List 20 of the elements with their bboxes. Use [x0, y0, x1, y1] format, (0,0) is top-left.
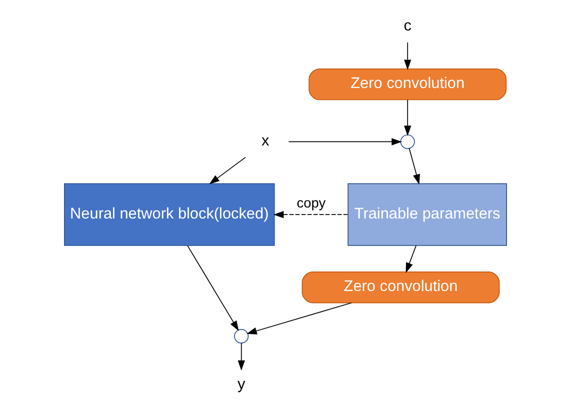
node-box: Zero convolution [308, 68, 507, 100]
arrow [246, 302, 352, 334]
node-circle [234, 328, 249, 344]
arrow [406, 245, 416, 274]
node-box: Neural network block(locked) [64, 183, 275, 246]
arrow [238, 342, 245, 371]
arrow [187, 245, 239, 332]
node-text: y [238, 376, 246, 393]
node-circle [400, 134, 415, 150]
arrow [288, 138, 402, 146]
node-text: c [404, 18, 412, 35]
arrow [273, 210, 348, 218]
node-text: x [262, 132, 270, 150]
arrow [209, 156, 246, 184]
node-box: Zero convolution [302, 272, 500, 304]
node-box: Trainable parameters [348, 183, 507, 246]
edge-label: copy [296, 196, 326, 211]
arrow [408, 148, 420, 185]
arrow [404, 99, 412, 136]
arrow [404, 42, 412, 70]
